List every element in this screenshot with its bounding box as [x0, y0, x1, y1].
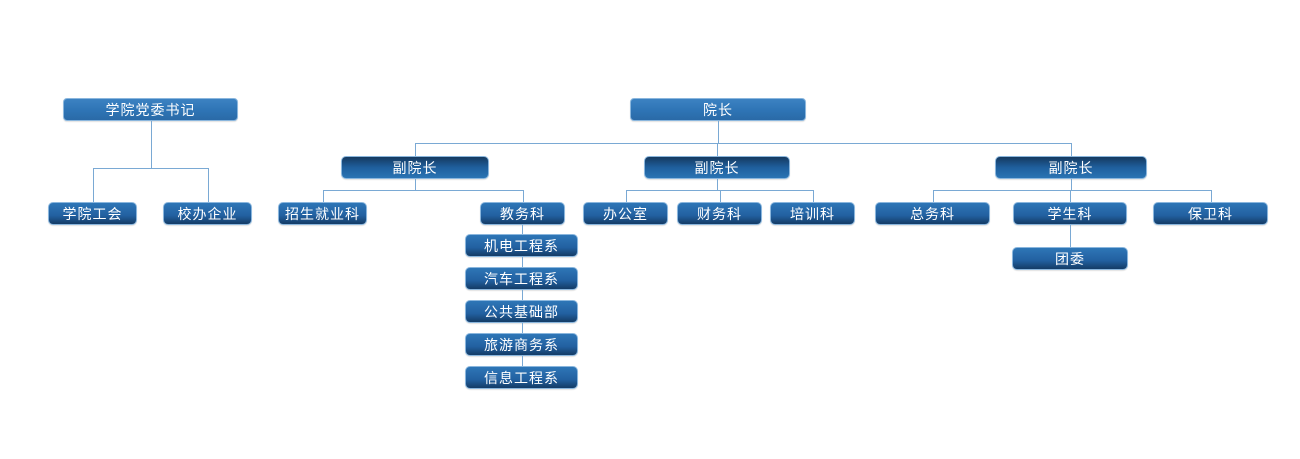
org-node-label-general-office: 办公室: [603, 205, 648, 222]
org-node-label-school-enterprise: 校办企业: [177, 205, 238, 222]
org-node-tourism-business-dept: 旅游商务系: [465, 333, 578, 356]
connector-chain-automotive-dept: [521, 257, 523, 267]
connector-rail-dean: [415, 143, 1072, 144]
org-node-label-vice-dean-1: 副院长: [392, 159, 438, 176]
connector-stub-vice-dean-1: [415, 179, 416, 190]
org-node-label-youth-league: 团委: [1055, 250, 1085, 267]
org-node-label-tourism-business-dept: 旅游商务系: [484, 336, 559, 353]
org-node-label-training-section: 培训科: [790, 205, 835, 222]
connector-stub-vice-dean-3: [1071, 179, 1072, 190]
org-node-label-academic-affairs: 教务科: [500, 205, 545, 222]
connector-drop-admissions-employment: [322, 190, 324, 202]
org-node-label-vice-dean-2: 副院长: [694, 159, 740, 176]
org-node-label-general-affairs-section: 总务科: [910, 205, 955, 222]
connector-drop-general-affairs-section: [932, 190, 934, 202]
org-node-public-foundation-dept: 公共基础部: [465, 300, 578, 323]
connector-drop-finance-section: [719, 190, 721, 202]
org-node-academic-affairs: 教务科: [480, 202, 565, 225]
connector-chain-information-engineering-dept: [521, 356, 523, 366]
org-node-college-union: 学院工会: [48, 202, 137, 225]
connector-drop-college-union: [92, 168, 94, 202]
org-node-security-section: 保卫科: [1153, 202, 1268, 225]
org-node-vice-dean-3: 副院长: [995, 156, 1147, 179]
org-node-school-enterprise: 校办企业: [163, 202, 252, 225]
connector-drop-vice-dean-3: [1071, 143, 1072, 156]
connector-stub-vice-dean-2: [717, 179, 718, 190]
org-node-training-section: 培训科: [770, 202, 855, 225]
connector-drop-general-office: [625, 190, 627, 202]
org-node-party-secretary: 学院党委书记: [63, 98, 238, 121]
connector-drop-vice-dean-1: [415, 143, 416, 156]
connector-chain-tourism-business-dept: [521, 323, 523, 333]
org-node-finance-section: 财务科: [677, 202, 762, 225]
connector-drop-security-section: [1210, 190, 1212, 202]
connector-rail-vice-dean-3: [932, 190, 1212, 191]
org-node-label-public-foundation-dept: 公共基础部: [484, 303, 559, 320]
connector-chain-mechatronics-dept: [521, 225, 523, 234]
connector-drop-school-enterprise: [207, 168, 209, 202]
org-node-information-engineering-dept: 信息工程系: [465, 366, 578, 389]
connector-drop-academic-affairs: [522, 190, 524, 202]
connector-chain-public-foundation-dept: [521, 290, 523, 300]
org-node-general-office: 办公室: [583, 202, 668, 225]
org-node-youth-league: 团委: [1012, 247, 1128, 270]
org-node-dean: 院长: [630, 98, 806, 121]
org-node-label-student-affairs-section: 学生科: [1047, 205, 1093, 222]
org-node-label-security-section: 保卫科: [1188, 205, 1233, 222]
connector-stub-dean: [718, 121, 719, 143]
org-node-label-mechatronics-dept: 机电工程系: [484, 237, 559, 254]
org-node-mechatronics-dept: 机电工程系: [465, 234, 578, 257]
connector-stub-party-secretary: [150, 121, 152, 168]
connector-drop-student-affairs-section: [1070, 190, 1071, 202]
connector-drop-vice-dean-2: [717, 143, 718, 156]
org-node-label-dean: 院长: [703, 101, 733, 118]
org-node-student-affairs-section: 学生科: [1013, 202, 1127, 225]
org-node-label-college-union: 学院工会: [62, 205, 123, 222]
org-node-label-party-secretary: 学院党委书记: [105, 101, 196, 118]
org-node-label-automotive-dept: 汽车工程系: [484, 270, 559, 287]
org-node-label-finance-section: 财务科: [697, 205, 742, 222]
org-node-admissions-employment: 招生就业科: [278, 202, 367, 225]
connector-drop-training-section: [812, 190, 814, 202]
org-node-label-information-engineering-dept: 信息工程系: [484, 369, 559, 386]
org-node-general-affairs-section: 总务科: [875, 202, 990, 225]
org-node-label-vice-dean-3: 副院长: [1048, 159, 1094, 176]
org-node-vice-dean-2: 副院长: [644, 156, 790, 179]
org-node-automotive-dept: 汽车工程系: [465, 267, 578, 290]
org-node-label-admissions-employment: 招生就业科: [285, 205, 360, 222]
connector-chain-youth-league: [1070, 225, 1071, 247]
org-node-vice-dean-1: 副院长: [341, 156, 489, 179]
connector-rail-vice-dean-1: [322, 190, 524, 191]
connector-rail-party-secretary: [92, 168, 209, 169]
